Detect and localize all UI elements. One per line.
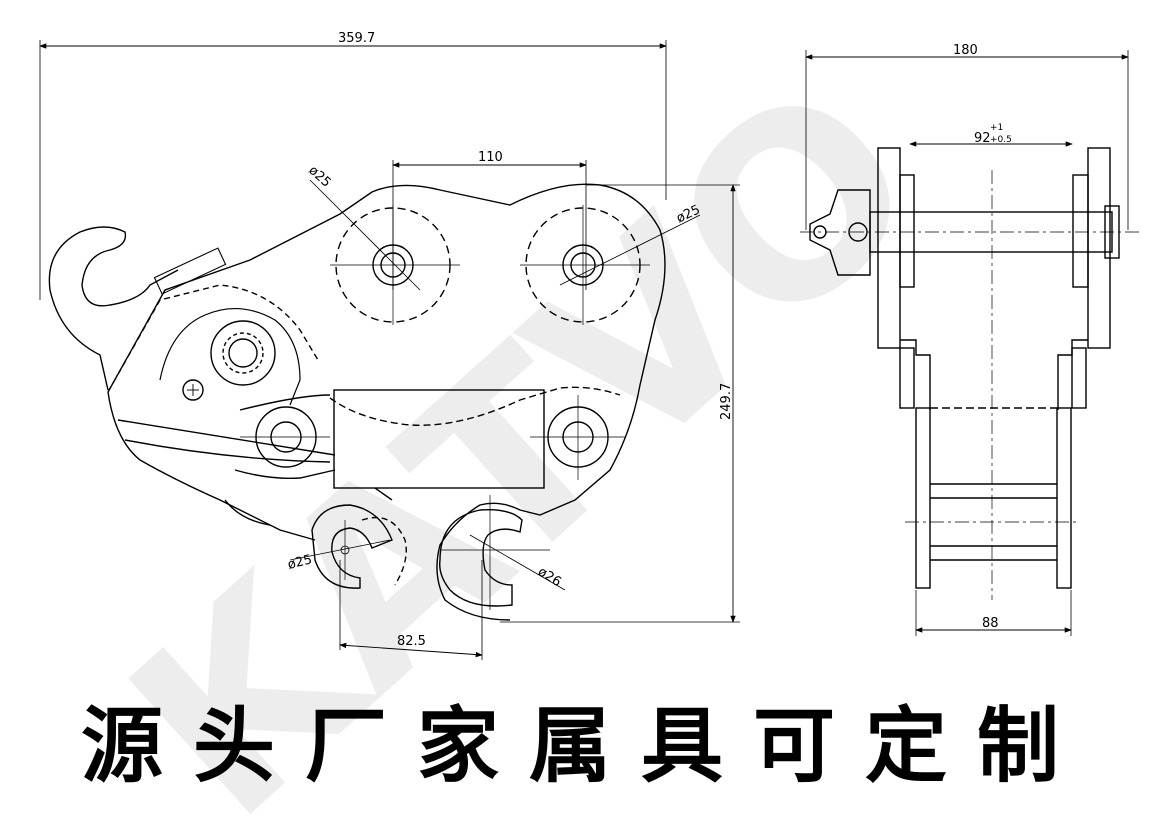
dim-pin-spacing: 110 xyxy=(478,150,503,165)
dim-tol-lower: +0.5 xyxy=(990,135,1012,145)
dim-height: 249.7 xyxy=(719,383,734,420)
dim-hook-dia-left: ø25 xyxy=(286,552,313,572)
dim-tol-upper: +1 xyxy=(990,123,1003,133)
dim-front-overall-width: 180 xyxy=(953,43,978,58)
front-view xyxy=(800,50,1140,636)
dim-front-bottom-width: 88 xyxy=(982,616,999,631)
dim-hook-spacing: 82.5 xyxy=(397,634,426,649)
dim-pin-dia-left: ø25 xyxy=(305,163,333,191)
side-view xyxy=(39,40,740,660)
dim-front-inner-width: 92 xyxy=(974,131,991,146)
dim-overall-width: 359.7 xyxy=(338,31,375,46)
caption-banner: 源头厂家属具可定制 xyxy=(80,699,1089,794)
